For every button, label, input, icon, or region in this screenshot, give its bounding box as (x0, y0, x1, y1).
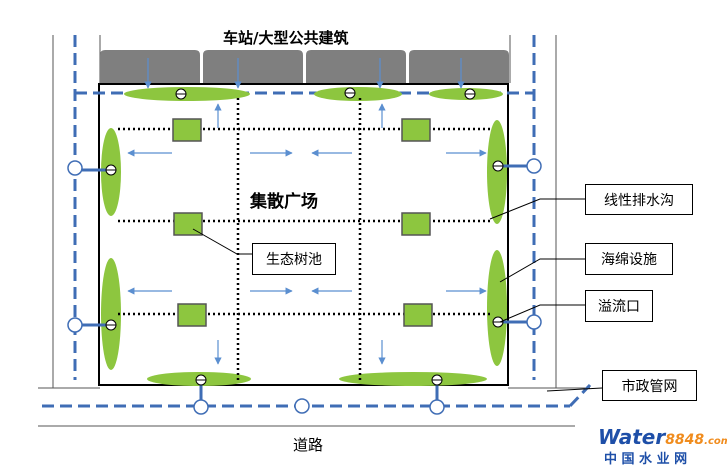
watermark-logo: Water8848.com (598, 425, 727, 449)
building-title: 车站/大型公共建筑 (223, 29, 349, 47)
watermark-domain: .com (704, 436, 727, 447)
callout-leaders (192, 198, 603, 392)
callout-overflow-outlet: 溢流口 (585, 290, 653, 322)
site-boundary-lines (38, 35, 590, 427)
ecological-tree-pools (172, 118, 433, 327)
sponge-facilities (101, 87, 507, 386)
surface-flow-arrows (127, 103, 487, 365)
callout-municipal-network: 市政管网 (602, 370, 697, 401)
plaza-boundary (98, 83, 509, 386)
watermark-site-name: 中 国 水 业 网 (604, 452, 688, 467)
building-blocks (100, 50, 509, 84)
plaza-label: 集散广场 (250, 192, 318, 212)
road-label: 道路 (293, 436, 324, 454)
overflow-outlets (105, 87, 504, 386)
roof-downpipe-arrows (144, 58, 465, 89)
callout-linear-drainage-ditch: 线性排水沟 (585, 184, 693, 215)
watermark-brand-b: 8848 (665, 432, 705, 448)
callout-ecological-tree-pool: 生态树池 (252, 243, 336, 275)
callout-sponge-facility: 海绵设施 (585, 243, 673, 275)
inspection-wells (67, 158, 542, 415)
watermark-brand-a: Water (598, 425, 666, 449)
